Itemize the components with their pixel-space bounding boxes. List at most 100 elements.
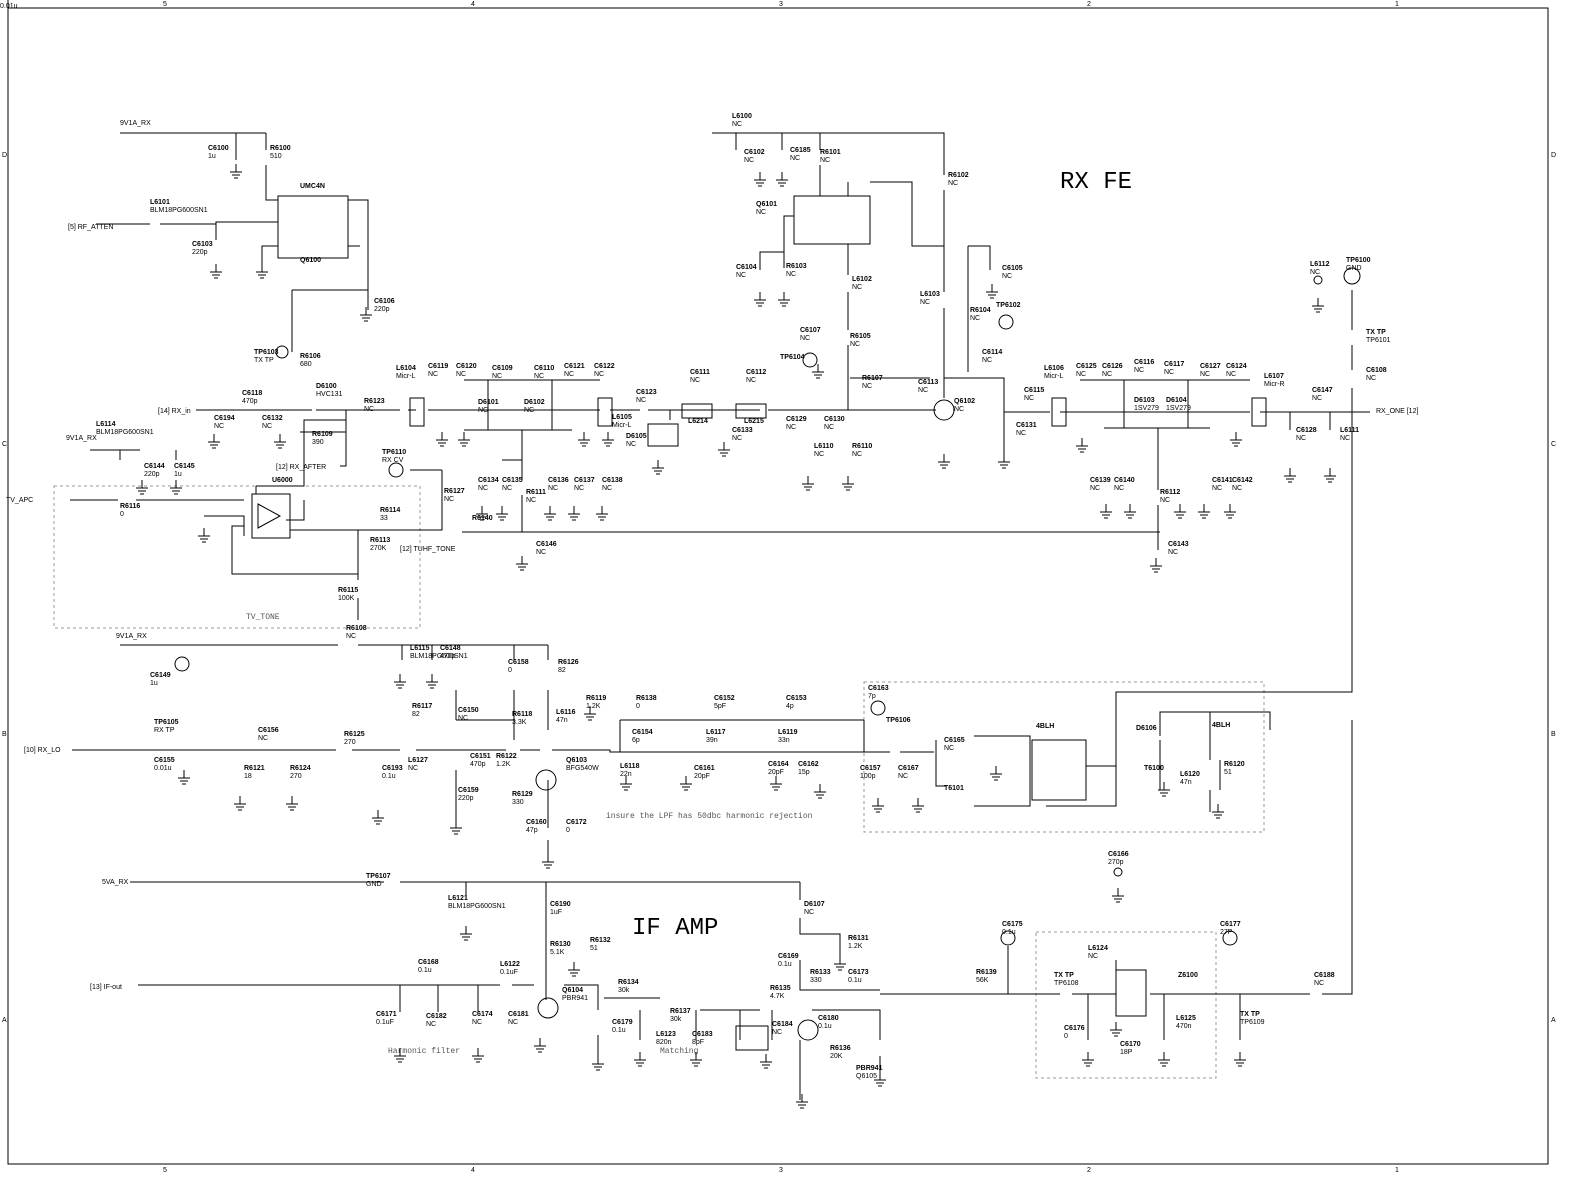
ref-designator: L6121: [448, 895, 468, 902]
component-value: NC: [1226, 371, 1236, 378]
ref-designator: R6137: [670, 1008, 691, 1015]
ground-symbol: [476, 506, 488, 521]
component-value: 0.1uF: [376, 1019, 394, 1026]
component-value: NC: [602, 485, 612, 492]
ref-designator: D6105: [626, 433, 647, 440]
ref-designator: Q6100: [300, 257, 321, 264]
ground-symbol: [796, 1094, 808, 1109]
ref-designator: TP6102: [996, 302, 1021, 309]
component-value: NC: [214, 423, 224, 430]
ref-designator: C6124: [1226, 363, 1247, 370]
ref-designator: C6102: [744, 149, 765, 156]
ref-designator: R6109: [312, 431, 333, 438]
ref-designator: C6133: [732, 427, 753, 434]
component-value: NC: [478, 485, 488, 492]
ref-designator: Q6101: [756, 201, 777, 208]
ground-symbol: [198, 528, 210, 543]
ground-symbol: [1158, 1052, 1170, 1067]
ref-designator: R6110: [852, 443, 872, 450]
component-value: 82: [558, 667, 566, 674]
ref-designator: TP6107: [366, 873, 391, 880]
ref-designator: TX TP: [1366, 329, 1386, 336]
ground-symbol: [1150, 558, 1162, 573]
ground-symbol: [634, 1052, 646, 1067]
ref-designator: C6123: [636, 389, 657, 396]
ref-designator: C6134: [478, 477, 499, 484]
component-value: 30k: [670, 1016, 682, 1023]
component-value: NC: [636, 397, 646, 404]
component-value: NC: [1090, 485, 1100, 492]
ground-symbol: [812, 364, 824, 379]
component-value: 0: [508, 667, 512, 674]
ref-designator: R6123: [364, 398, 385, 405]
component-value: NC: [756, 209, 766, 216]
ref-designator: R6122: [496, 753, 517, 760]
component-value: NC: [258, 735, 268, 742]
ground-symbol: [760, 1054, 772, 1069]
block-title-rx-fe: RX FE: [1060, 169, 1132, 196]
ref-designator: C6116: [1134, 359, 1154, 366]
ground-symbol: [938, 454, 950, 469]
ref-designator: C6177: [1220, 921, 1241, 928]
component-value: NC: [458, 715, 468, 722]
ref-designator: C6194: [214, 415, 235, 422]
note-matching: Matching: [660, 1047, 699, 1056]
ground-symbol: [178, 770, 190, 785]
component-value: NC: [508, 1019, 518, 1026]
ref-designator: L6101: [150, 199, 170, 206]
component-value: NC: [1340, 435, 1350, 442]
column-marker: 4: [471, 1, 475, 8]
ref-designator: L6119: [778, 729, 798, 736]
component-value: 100K: [338, 595, 355, 602]
ground-symbol: [460, 926, 472, 941]
ref-designator: R6118: [512, 711, 532, 718]
component-value: NC: [1232, 485, 1242, 492]
component-value: Micr-L: [1044, 373, 1064, 380]
ref-designator: C6184: [772, 1021, 793, 1028]
ref-designator: C6108: [1366, 367, 1387, 374]
ref-designator: C6111: [690, 369, 710, 376]
ref-designator: C6142: [1232, 477, 1253, 484]
component-label: U6000: [272, 477, 293, 484]
ref-designator: R6106: [300, 353, 321, 360]
component-value: Q6105: [856, 1073, 877, 1080]
component-value: 4p: [786, 703, 794, 710]
ref-designator: L6103: [920, 291, 940, 298]
component-value: NC: [862, 383, 872, 390]
ground-symbol: [458, 432, 470, 447]
ref-designator: R6127: [444, 488, 465, 495]
net-rx-lo: [10] RX_LO: [24, 747, 61, 754]
component-value: NC: [444, 496, 454, 503]
component-value: NC: [744, 157, 754, 164]
ref-designator: C6149: [150, 672, 171, 679]
component-value: 220p: [374, 306, 390, 313]
net-9v1a-rx-mid: 9V1A_RX: [66, 435, 97, 442]
ref-designator: C6125: [1076, 363, 1097, 370]
component-value: NC: [1002, 273, 1012, 280]
ref-designator: L6117: [706, 729, 726, 736]
ref-designator: R6129: [512, 791, 533, 798]
ref-designator: C6179: [612, 1019, 633, 1026]
